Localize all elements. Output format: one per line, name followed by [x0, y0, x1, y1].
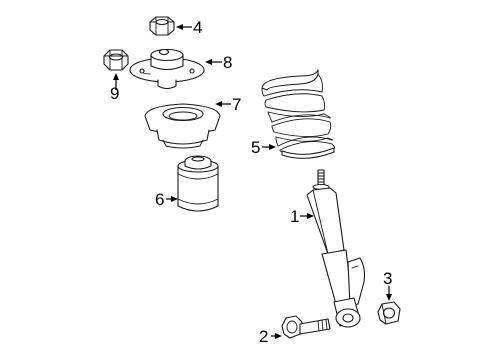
- callout-9: 9: [110, 84, 119, 103]
- callout-2: 2: [259, 327, 268, 346]
- callout-8: 8: [223, 53, 232, 72]
- callout-5: 5: [251, 138, 260, 157]
- callout-leaders: [113, 24, 392, 339]
- callout-1: 1: [290, 207, 299, 226]
- callout-3: 3: [383, 269, 392, 288]
- callout-4: 4: [193, 18, 202, 37]
- upper-mount-part: [129, 48, 205, 90]
- nut-left-part: [103, 49, 129, 71]
- bolt-part: [281, 315, 331, 339]
- bump-stop-part: [177, 155, 219, 212]
- nut-top-part: [149, 16, 175, 36]
- coil-spring-part: [261, 69, 336, 159]
- spring-seat-part: [144, 103, 221, 149]
- nut-lower-part: [377, 301, 401, 325]
- callout-6: 6: [155, 190, 164, 209]
- callout-7: 7: [232, 95, 241, 114]
- shock-absorber-part: [306, 169, 366, 328]
